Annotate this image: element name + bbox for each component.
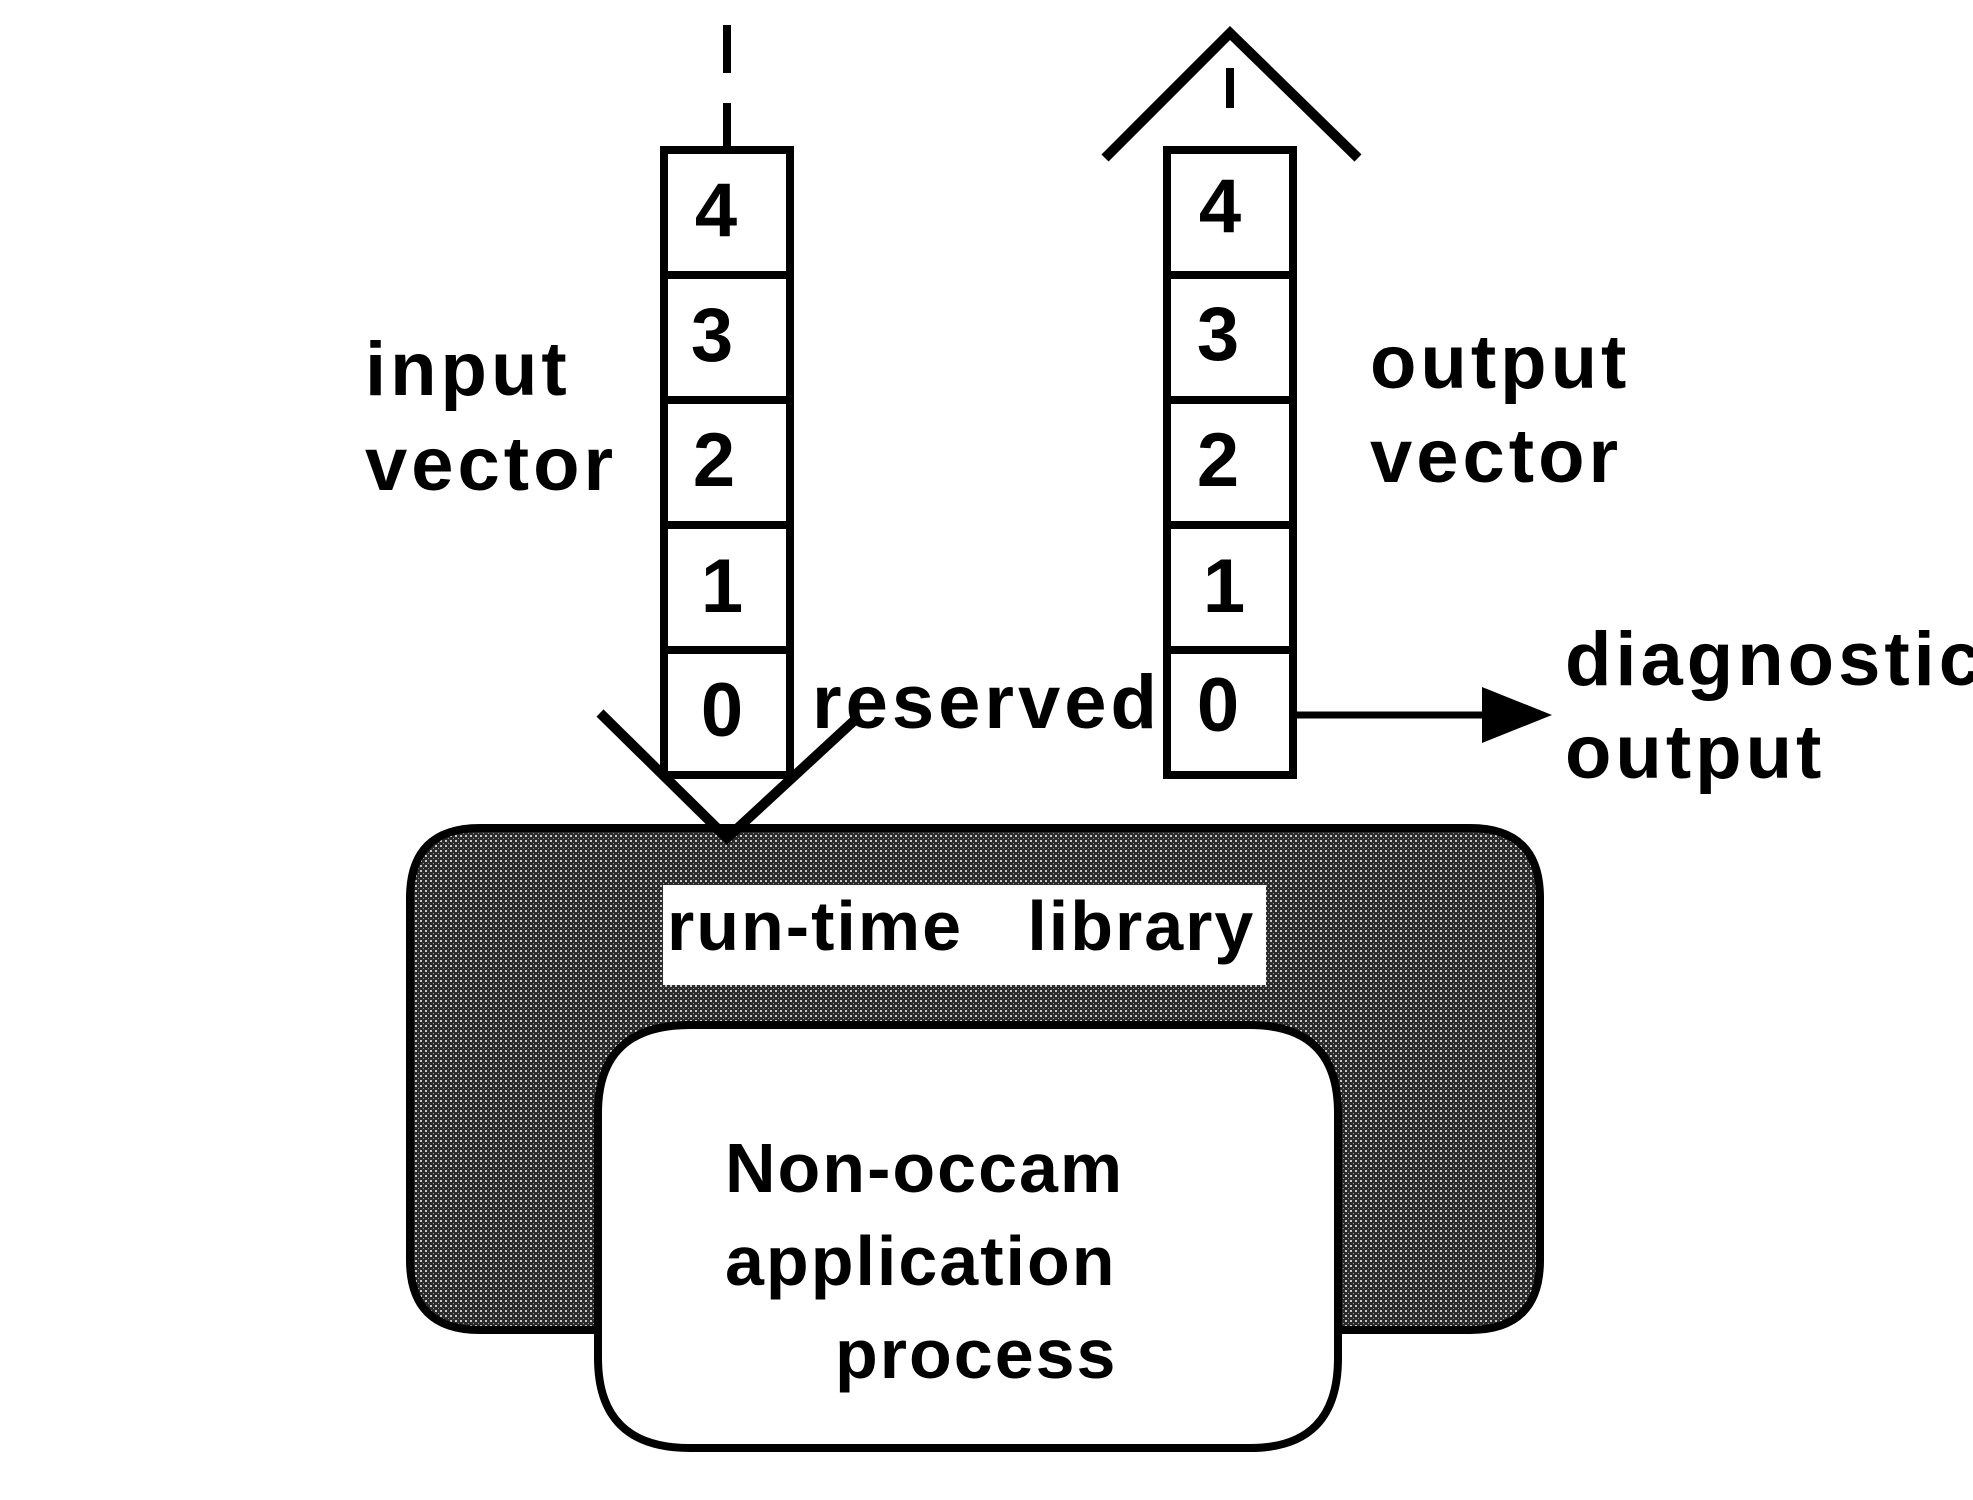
output-cell-4: 4	[1199, 164, 1241, 249]
application-line3: process	[835, 1315, 1117, 1393]
output-cell-3: 3	[1197, 292, 1239, 377]
application-line1: Non-occam	[725, 1129, 1124, 1207]
diagnostic-label-line1: diagnostic	[1565, 617, 1973, 702]
output-arrow-head	[1101, 25, 1362, 162]
runtime-library-label: run-time library	[667, 887, 1255, 965]
output-vector-label-line1: output	[1370, 320, 1630, 405]
input-cell-0: 0	[701, 668, 743, 753]
application-process-box	[594, 1021, 1342, 1452]
diagnostic-arrow-head	[1482, 687, 1552, 743]
input-cell-3: 3	[691, 293, 733, 378]
output-cell-2: 2	[1197, 418, 1239, 503]
output-cell-0: 0	[1197, 663, 1239, 748]
application-line2: application	[725, 1222, 1116, 1300]
reserved-label: reserved	[812, 660, 1161, 745]
input-vector-column	[660, 146, 794, 779]
output-vector-label-line2: vector	[1370, 414, 1622, 499]
output-cell-1: 1	[1203, 544, 1245, 629]
input-cell-1: 1	[701, 544, 743, 629]
runtime-library-label-box	[663, 885, 1266, 985]
input-arrow-head	[596, 709, 861, 845]
input-vector-label-line1: input	[365, 327, 571, 412]
output-vector-column	[1163, 146, 1297, 779]
input-vector-label-line2: vector	[365, 422, 617, 507]
input-cell-2: 2	[693, 418, 735, 503]
input-cell-4: 4	[695, 168, 737, 253]
diagnostic-label-line2: output	[1565, 710, 1825, 795]
